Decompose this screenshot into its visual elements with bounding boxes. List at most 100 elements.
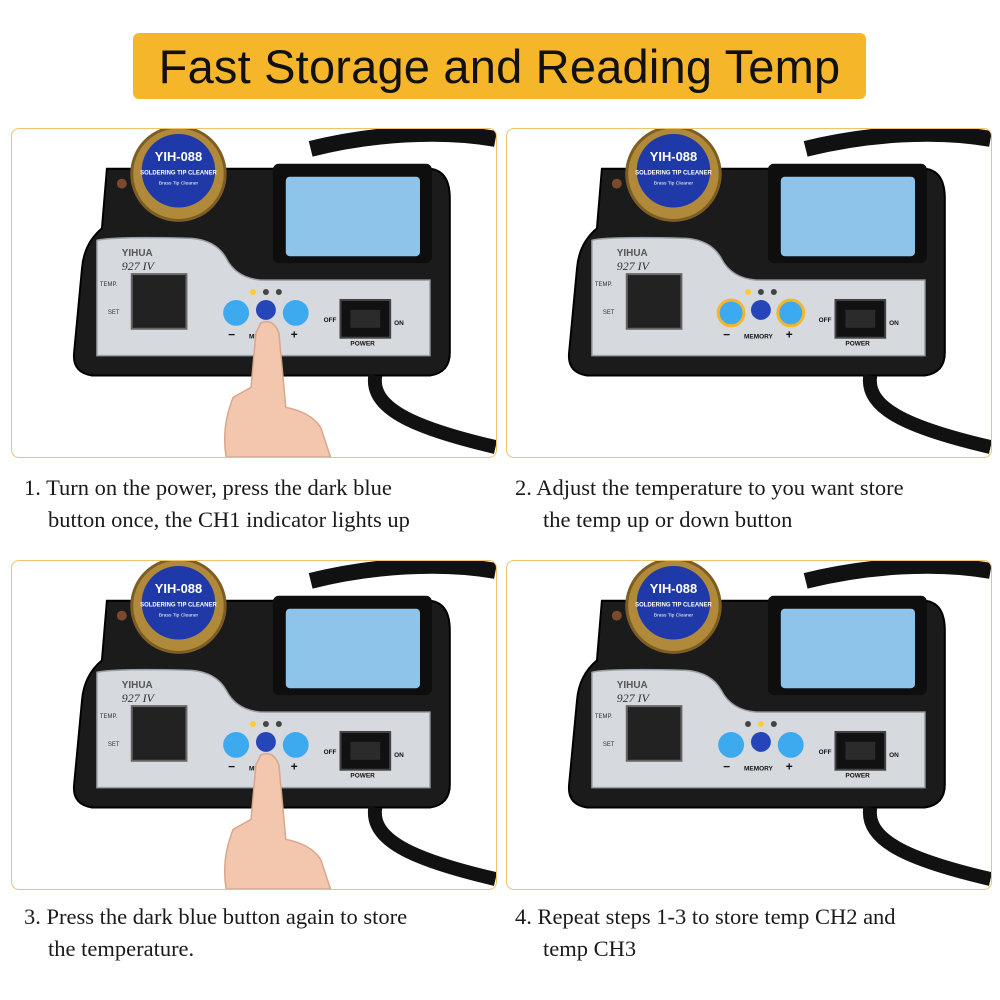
ch3-indicator <box>770 289 777 295</box>
power-cable <box>803 561 991 589</box>
plus-label: + <box>291 328 298 342</box>
iron-cable <box>862 374 991 454</box>
power-cable <box>803 129 991 157</box>
memory-button[interactable] <box>255 731 276 752</box>
step-4-line-1: 4. Repeat steps 1-3 to store temp CH2 an… <box>515 904 896 929</box>
lcd-display <box>625 273 683 330</box>
temp-label: TEMP. <box>595 282 613 288</box>
power-label: POWER <box>845 773 870 780</box>
tip-cleaner-label <box>141 133 216 208</box>
on-label: ON <box>889 320 899 327</box>
cleaner-label: SOLDERING TIP CLEANER <box>140 171 217 177</box>
screw-icon <box>116 178 127 189</box>
memory-label: MEMORY <box>744 766 773 773</box>
step-3-line-2: the temperature. <box>48 936 195 961</box>
soldering-station-photo: YIH-088 SOLDERING TIP CLEANER Brass Tip … <box>567 129 991 454</box>
ch3-indicator <box>275 289 282 295</box>
step-2-line-2: the temp up or down button <box>543 507 793 532</box>
up-button[interactable] <box>282 299 309 326</box>
set-label: SET <box>108 742 120 748</box>
set-label: SET <box>603 742 615 748</box>
minus-label: − <box>228 760 235 774</box>
off-label: OFF <box>819 317 832 324</box>
switch-rocker <box>350 309 381 328</box>
step-1-line-2: button once, the CH1 indicator lights up <box>48 507 410 532</box>
memory-button[interactable] <box>750 731 771 752</box>
ch1-indicator <box>745 721 751 727</box>
power-label: POWER <box>350 773 375 780</box>
screw-icon <box>611 178 622 189</box>
cleaner-small: Brass Tip Cleaner <box>654 613 694 619</box>
tip-cleaner-label <box>141 565 216 640</box>
temp-label: TEMP. <box>100 714 118 720</box>
iron-cable <box>862 806 991 886</box>
ch2-indicator <box>262 289 269 295</box>
power-label: POWER <box>350 341 375 348</box>
set-label: SET <box>603 310 615 316</box>
off-label: OFF <box>819 749 832 756</box>
step-1-image: YIH-088 SOLDERING TIP CLEANER Brass Tip … <box>11 128 497 458</box>
soldering-station-photo: YIH-088 SOLDERING TIP CLEANER Brass Tip … <box>72 129 496 457</box>
down-button[interactable] <box>718 731 745 758</box>
step-3-line-1: 3. Press the dark blue button again to s… <box>24 904 408 929</box>
lcd-display <box>130 273 188 330</box>
plus-label: + <box>291 760 298 774</box>
step-4-caption: 4. Repeat steps 1-3 to store temp CH2 an… <box>515 901 995 965</box>
ch1-indicator <box>250 289 256 295</box>
ch3-indicator <box>275 721 282 727</box>
model-label: 927 IV <box>122 691 156 705</box>
step-2-image: YIH-088 SOLDERING TIP CLEANER Brass Tip … <box>506 128 992 458</box>
set-label: SET <box>108 310 120 316</box>
memory-button[interactable] <box>255 299 276 320</box>
cleaner-label: SOLDERING TIP CLEANER <box>140 603 217 609</box>
iron-cable <box>367 374 496 454</box>
minus-label: − <box>723 760 730 774</box>
up-button[interactable] <box>282 731 309 758</box>
page-title: Fast Storage and Reading Temp <box>158 39 841 93</box>
screw-icon <box>611 610 622 621</box>
ch2-indicator <box>757 721 764 727</box>
brand-logo: YIHUA <box>122 680 153 691</box>
title-banner: Fast Storage and Reading Temp <box>133 33 866 99</box>
down-button[interactable] <box>716 298 746 328</box>
step-4-line-2: temp CH3 <box>543 936 637 961</box>
plus-label: + <box>786 328 793 342</box>
cleaner-label: SOLDERING TIP CLEANER <box>635 603 712 609</box>
finger-pressing <box>223 752 332 889</box>
temp-label: TEMP. <box>100 282 118 288</box>
ch1-indicator <box>745 289 751 295</box>
sponge <box>780 176 915 257</box>
ch2-indicator <box>262 721 269 727</box>
step-3-caption: 3. Press the dark blue button again to s… <box>24 901 494 965</box>
off-label: OFF <box>324 317 337 324</box>
power-cable <box>308 561 496 589</box>
up-button[interactable] <box>776 298 806 328</box>
up-button[interactable] <box>777 731 804 758</box>
ch3-indicator <box>770 721 777 727</box>
step-1-caption: 1. Turn on the power, press the dark blu… <box>24 472 494 536</box>
brand-logo: YIHUA <box>617 248 648 259</box>
memory-label: MEMORY <box>744 334 773 341</box>
down-button[interactable] <box>223 299 250 326</box>
memory-button[interactable] <box>750 299 771 320</box>
lcd-display <box>130 705 188 762</box>
cleaner-brand: YIH-088 <box>650 149 697 164</box>
minus-label: − <box>723 328 730 342</box>
power-label: POWER <box>845 341 870 348</box>
model-label: 927 IV <box>122 259 156 273</box>
on-label: ON <box>394 320 404 327</box>
screw-icon <box>116 610 127 621</box>
step-2-line-1: 2. Adjust the temperature to you want st… <box>515 475 904 500</box>
step-1-line-1: 1. Turn on the power, press the dark blu… <box>24 475 392 500</box>
tip-cleaner-label <box>636 133 711 208</box>
iron-cable <box>367 806 496 886</box>
step-2-caption: 2. Adjust the temperature to you want st… <box>515 472 995 536</box>
cleaner-brand: YIH-088 <box>155 581 202 596</box>
down-button[interactable] <box>223 731 250 758</box>
ch1-indicator <box>250 721 256 727</box>
switch-rocker <box>845 309 876 328</box>
cleaner-small: Brass Tip Cleaner <box>159 613 199 619</box>
brand-logo: YIHUA <box>617 680 648 691</box>
lcd-display <box>625 705 683 762</box>
cleaner-label: SOLDERING TIP CLEANER <box>635 171 712 177</box>
